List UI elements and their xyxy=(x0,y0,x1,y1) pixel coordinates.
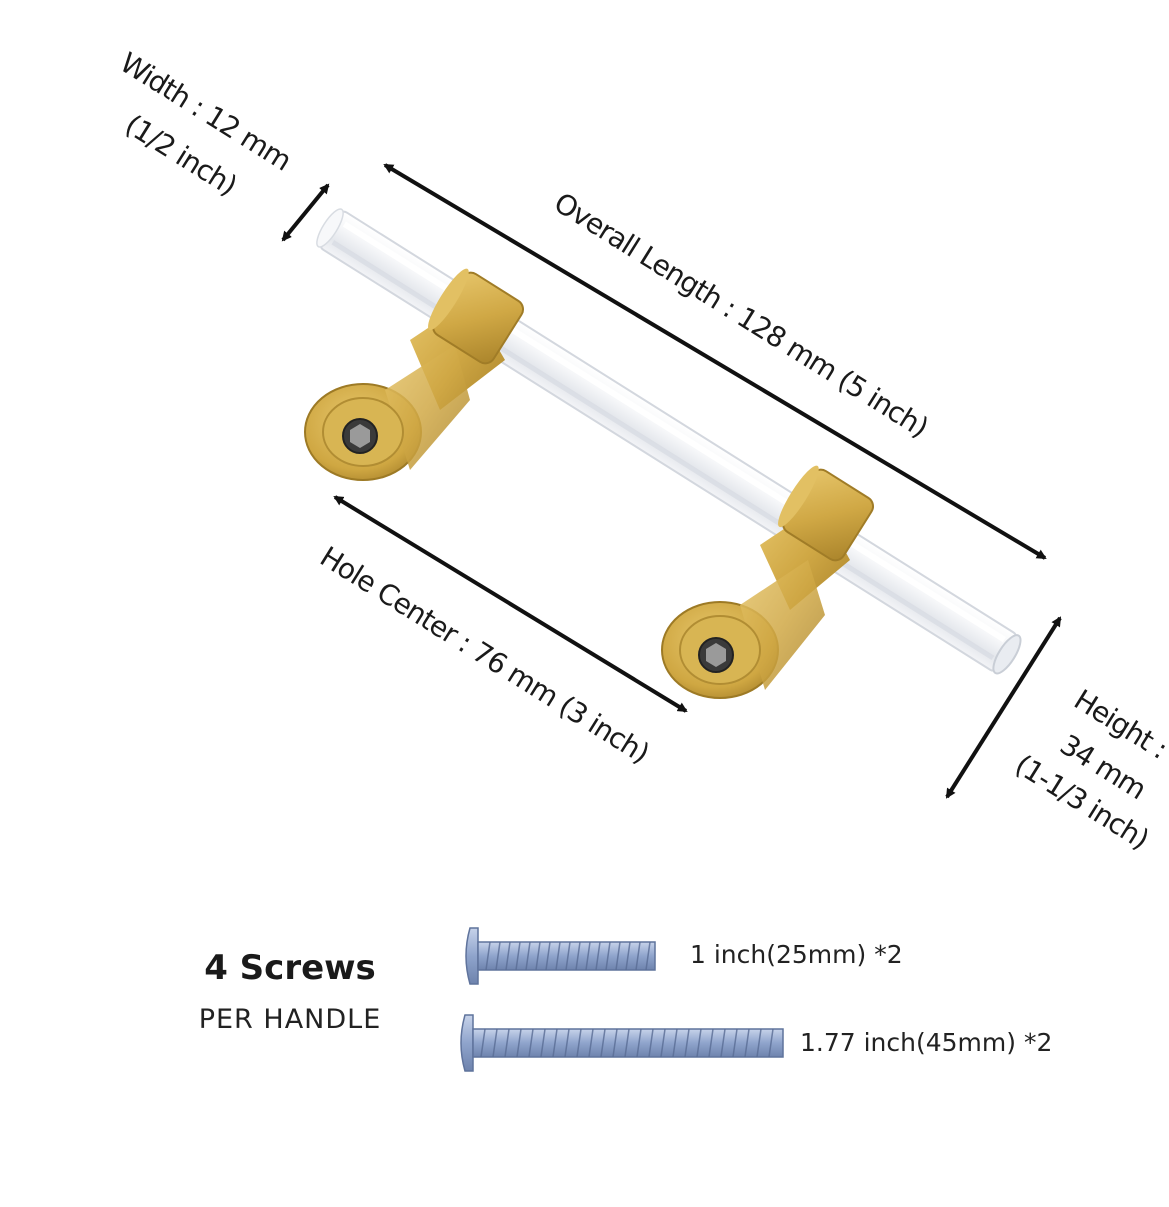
overall-length-arrow xyxy=(383,163,1047,560)
screws-subtitle: PER HANDLE xyxy=(198,1004,382,1035)
screws-title: 4 Screws xyxy=(204,948,376,988)
screw-long-icon xyxy=(460,1014,784,1072)
width-arrow xyxy=(281,183,330,242)
screw-short-icon xyxy=(465,927,656,985)
hole-center-label: Hole Center : 76 mm (3 inch) xyxy=(314,540,654,770)
height-arrow xyxy=(945,616,1062,799)
screw-long-label: 1.77 inch(45mm) *2 xyxy=(800,1028,1053,1057)
screw-short-label: 1 inch(25mm) *2 xyxy=(690,940,903,969)
hole-center-arrow xyxy=(333,495,688,713)
